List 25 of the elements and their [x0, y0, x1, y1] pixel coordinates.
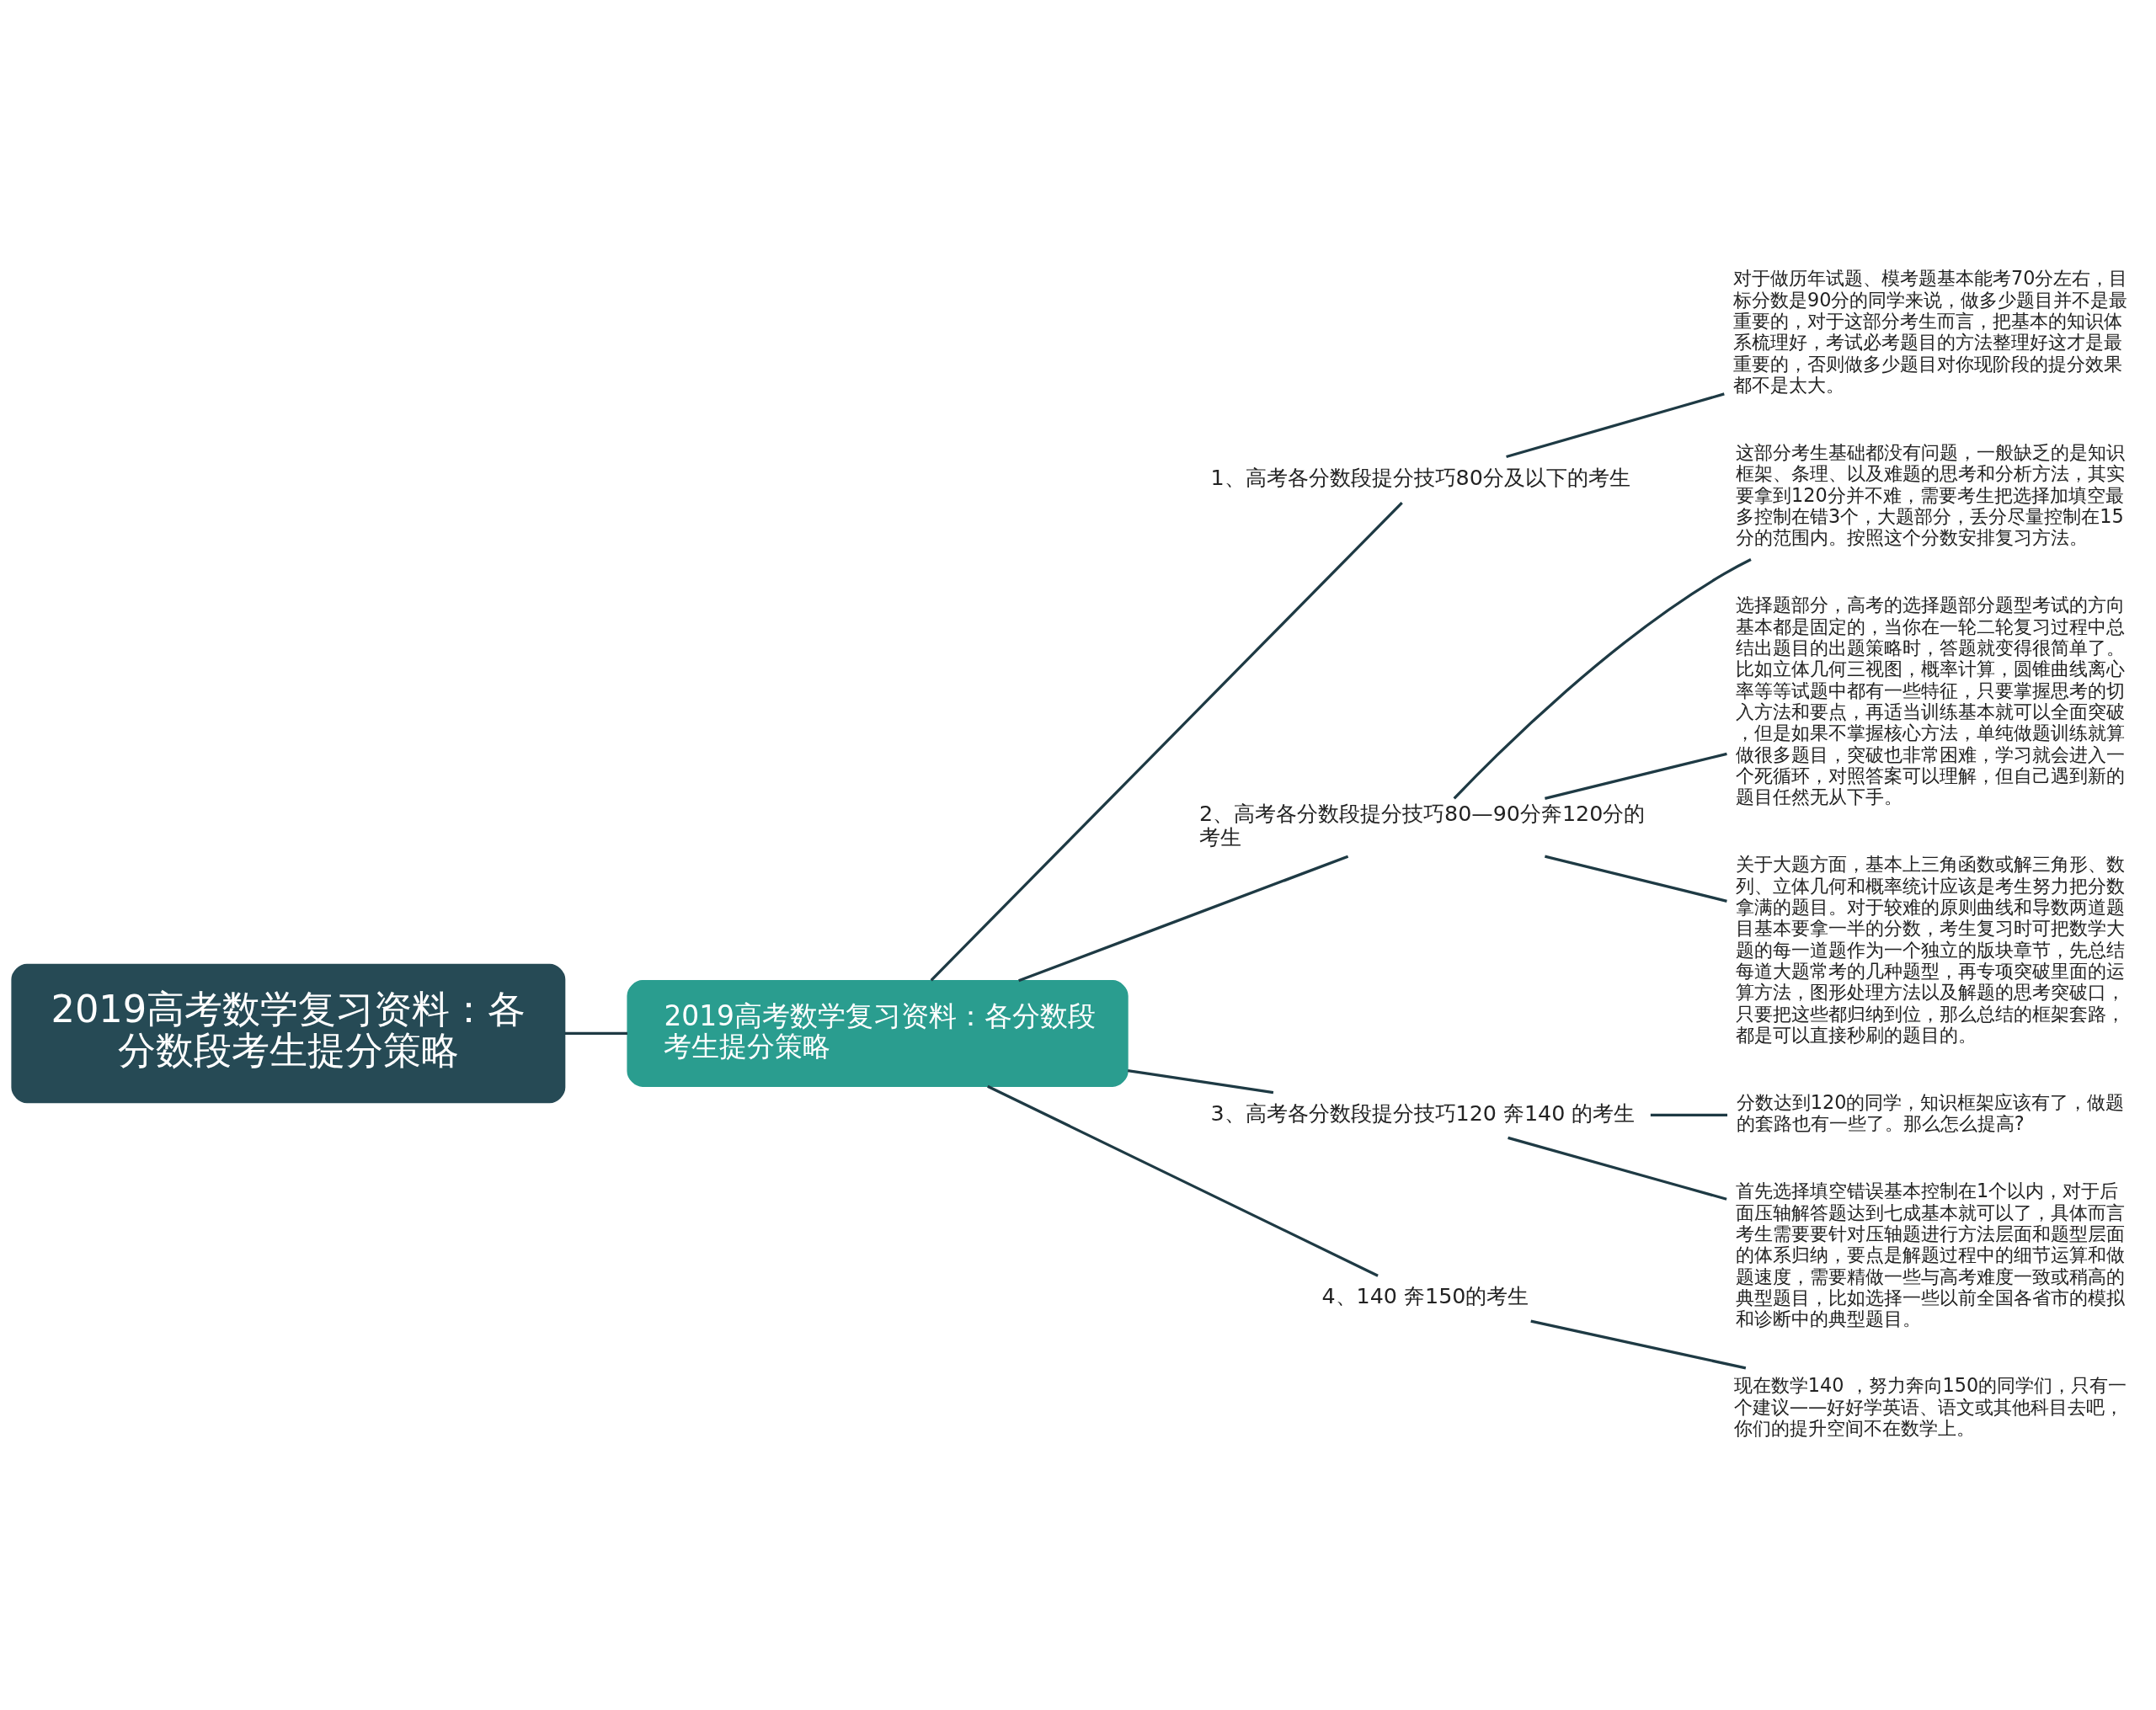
node-text: 2、高考各分数段提分技巧80—90分奔120分的考生 — [1198, 800, 1646, 850]
connector — [1508, 1136, 1727, 1201]
node-text: 关于大题方面，基本上三角函数或解三角形、数列、立体几何和概率统计应该是考生努力把分数拿满的题目。对于较难的原则曲线和导数两道题目基本要拿一半的分数，考生复习时可把数学大题的每一道题作为一个独立的版块章节，先总结每道大题常考的几种题型，再专项突破里面的运算方法，图形处理方法以及解题的思考突破口，只要把这些都归纳到位，那么总结的框架套路，都是可以直接秒刷的题目的。 — [1736, 852, 2125, 1046]
connector — [930, 501, 1403, 982]
connector — [1453, 557, 1752, 800]
connector — [564, 1031, 627, 1035]
node-text: 4、140 奔150的考生 — [1321, 1282, 1529, 1308]
node-box: 2019高考数学复习资料：各分数段考生提分策略 — [627, 979, 1129, 1087]
node-text: 对于做历年试题、模考题基本能考70分左右，目标分数是90分的同学来说，做多少题目并不是最重要的，对于这部分考生而言，把基本的知识体系梳理好，考试必考题目的方法整理好这才是最重要的，否则做多少题目对你现阶段的提分效果都不是太大。 — [1733, 266, 2128, 396]
node-box: 2019高考数学复习资料：各分数段考生提分策略 — [11, 963, 566, 1103]
node-text: 这部分考生基础都没有问题，一般缺乏的是知识框架、条理、以及难题的思考和分析方法，其实要拿到120分并不难，需要考生把选择加填空最多控制在错3个，大题部分，丢分尽量控制在15分的范围内。按照这个分数安排复习方法。 — [1736, 440, 2125, 548]
node-text: 首先选择填空错误基本控制在1个以内，对于后面压轴解答题达到七成基本就可以了，具体而言考生需要要针对压轴题进行方法层面和题型层面的体系归纳，要点是解题过程中的细节运算和做题速度，需要精做一些与高考难度一致或稍高的典型题目，比如选择一些以前全国各省市的模拟和诊断中的典型题目。 — [1736, 1179, 2125, 1329]
connector — [1018, 855, 1349, 982]
node-text: 分数达到120的同学，知识框架应该有了，做题的套路也有一些了。那么怎么提高? — [1736, 1090, 2125, 1134]
connector — [1545, 752, 1727, 800]
connector — [1650, 1113, 1727, 1116]
node-text: 现在数学140 ，努力奔向150的同学们，只有一个建议——好好学英语、语文或其他科目去吧，你们的提升空间不在数学上。 — [1733, 1373, 2127, 1439]
connector — [987, 1084, 1379, 1277]
node-text: 1、高考各分数段提分技巧80分及以下的考生 — [1210, 464, 1630, 490]
node-text: 3、高考各分数段提分技巧120 奔140 的考生 — [1210, 1100, 1636, 1126]
node-text: 选择题部分，高考的选择题部分题型考试的方向基本都是固定的，当你在一轮二轮复习过程中总结出题目的出题策略时，答题就变得很简单了。比如立体几何三视图，概率计算，圆锥曲线离心率等等试题中都有一些特征，只要掌握思考的切入方法和要点，再适当训练基本就可以全面突破，但是如果不掌握核心方法，单纯做题训练就算做很多题目，突破也非常困难，学习就会进入一个死循环，对照答案可以理解，但自己遇到新的题目任然无从下手。 — [1736, 593, 2125, 807]
connector — [1127, 1068, 1274, 1094]
connector — [1506, 392, 1725, 458]
connector — [1530, 1319, 1747, 1370]
connector — [1545, 855, 1727, 903]
